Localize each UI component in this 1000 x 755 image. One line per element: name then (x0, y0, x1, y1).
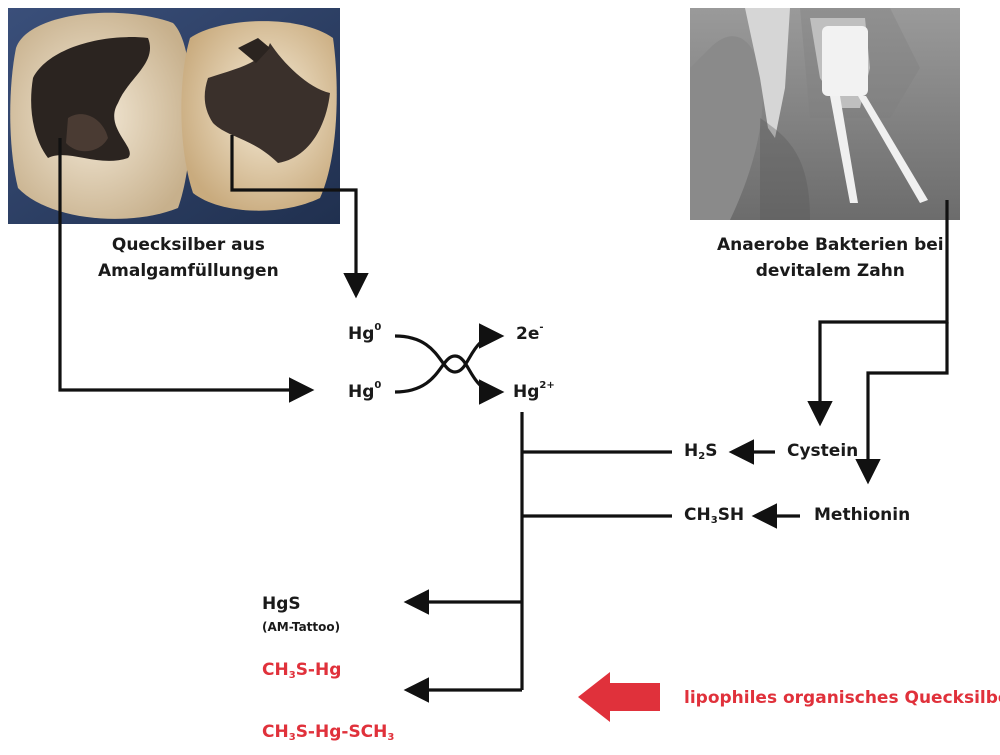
hg0-top: Hg0 (348, 322, 381, 344)
hg0-bottom-base: Hg (348, 382, 375, 402)
hgs-note: (AM-Tattoo) (262, 620, 341, 634)
hg0-bottom-sup: 0 (374, 380, 382, 391)
arrow-hg0-to-2e (394, 323, 505, 374)
xray-trunk (807, 200, 949, 427)
ch3shg-sub: 3 (288, 670, 296, 681)
arrow-hg0-to-hg2plus (394, 354, 505, 405)
hg0-top-base: Hg (348, 324, 375, 344)
methionine: Methionin (814, 505, 911, 525)
xray-photo (690, 8, 960, 220)
ch3sh-sub: 3 (710, 515, 718, 526)
teeth-caption: Quecksilber aus Amalgamfüllungen (98, 232, 279, 284)
ch3sh-post: SH (717, 505, 745, 525)
ch3sh: CH3SH (684, 505, 744, 526)
ch3shg-post: S-Hg (295, 660, 342, 680)
h2s-pre: H (684, 441, 699, 461)
teeth-caption-line1: Quecksilber aus (111, 235, 265, 255)
ch3shg-pre: CH (262, 660, 289, 680)
arrow-amalgam-to-hg0-top (230, 135, 369, 299)
lipophilic-label: lipophiles organisches Quecksilber (684, 688, 1000, 708)
teeth-amalgam-illustration (8, 8, 340, 224)
cysteine: Cystein (787, 441, 859, 461)
ch3shgsch3-sub: 3 (288, 732, 296, 743)
electrons: 2e- (516, 322, 544, 344)
electrons-sup: - (539, 322, 544, 333)
hg0-bottom: Hg0 (348, 380, 381, 402)
electrons-base: 2e (516, 324, 540, 344)
hg2plus-sup: 2+ (539, 380, 555, 391)
ch3sh-pre: CH (684, 505, 711, 525)
h2s-sub: 2 (698, 451, 706, 462)
ch3shgsch3-pre: CH (262, 722, 289, 742)
ch3shgsch3: CH3S-Hg-SCH3 (262, 722, 394, 743)
xray-caption-line2: devitalem Zahn (755, 261, 905, 281)
hg0-top-sup: 0 (374, 322, 382, 333)
ch3shgsch3-mid: S-Hg-SCH (295, 722, 388, 742)
hg2plus: Hg2+ (513, 380, 555, 402)
arrow-amalgam-to-hg0-bottom (58, 138, 315, 403)
ch3shg: CH3S-Hg (262, 660, 341, 681)
hg2plus-base: Hg (513, 382, 540, 402)
xray-branch-methionine (855, 322, 949, 485)
xray-caption-line1: Anaerobe Bakterien bei (717, 235, 944, 255)
teeth-amalgam-photo (8, 8, 340, 224)
red-arrow (578, 672, 660, 722)
ch3shgsch3-sub2: 3 (387, 732, 395, 743)
h2s-post: S (705, 441, 718, 461)
xray-caption: Anaerobe Bakterien bei devitalem Zahn (717, 232, 944, 284)
h2s: H2S (684, 441, 717, 462)
hgs: HgS (262, 594, 301, 614)
teeth-caption-line2: Amalgamfüllungen (98, 261, 279, 281)
xray-illustration (690, 8, 960, 220)
